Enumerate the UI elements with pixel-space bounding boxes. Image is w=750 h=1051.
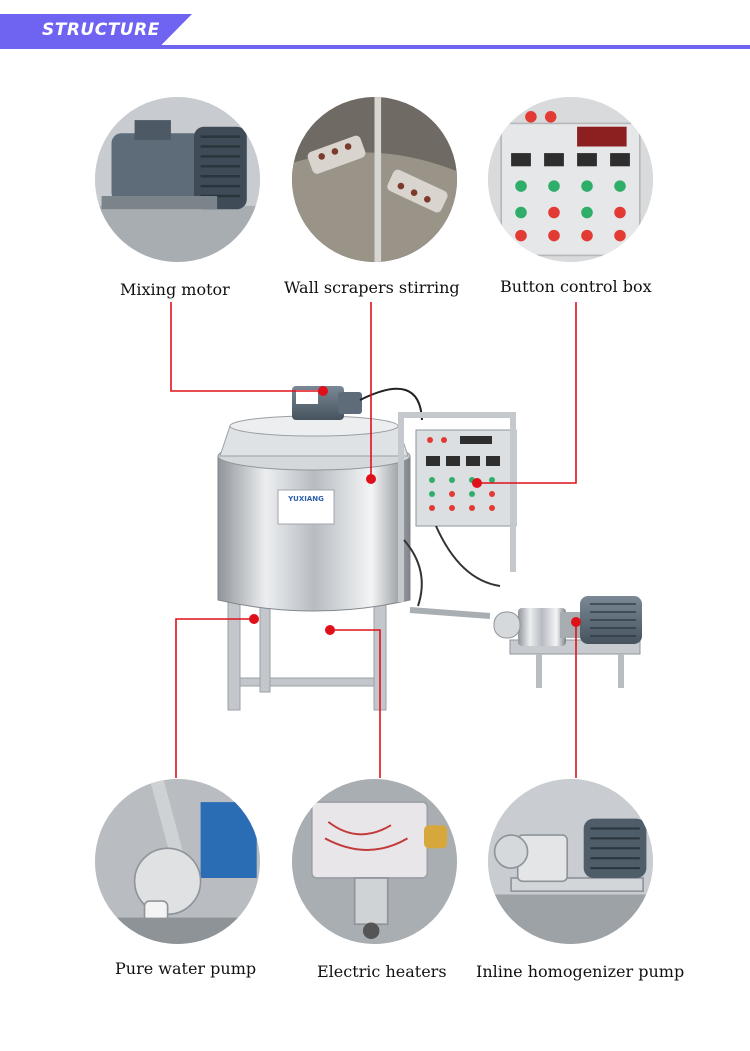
caption-wall-scrapers: Wall scrapers stirring [284,278,460,297]
mixing-tank-machine: YUXIANG [160,360,670,720]
brand-plate-text: YUXIANG [287,495,324,503]
electric-heaters-photo [292,779,457,944]
caption-inline-homogenizer: Inline homogenizer pump [476,962,685,981]
inline-homogenizer-photo [488,779,653,944]
caption-mixing-motor: Mixing motor [120,280,230,299]
wall-scrapers-photo [292,97,457,262]
caption-electric-heaters: Electric heaters [317,962,447,981]
pure-water-pump-photo [95,779,260,944]
mixing-motor-photo [95,97,260,262]
header-rule [0,45,750,49]
section-title: STRUCTURE [42,20,160,40]
header-tab [0,14,192,49]
caption-pure-water-pump: Pure water pump [115,959,257,978]
control-box-photo [488,97,653,262]
caption-control-box: Button control box [500,277,652,296]
